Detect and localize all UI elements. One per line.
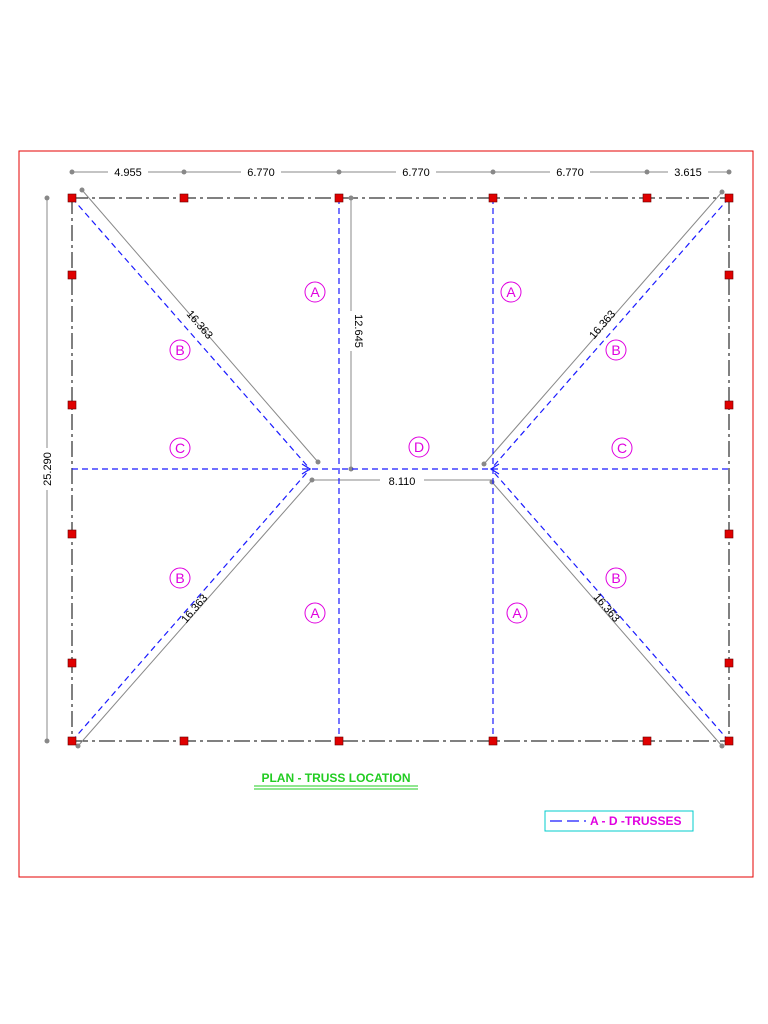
dim-center-vertical: 12.645 [352, 314, 364, 348]
dim-span-3: 6.770 [402, 167, 430, 179]
truss-label-a-top-right: A [506, 284, 516, 300]
building-perimeter [71, 197, 730, 742]
truss-label-c-left: C [175, 440, 185, 456]
truss-label-a-bottom-right: A [512, 605, 522, 621]
dim-span-4: 6.770 [556, 167, 584, 179]
dim-span-5: 3.615 [674, 167, 702, 179]
dim-overall-height: 25.290 [42, 452, 54, 486]
truss-label-b-top-left: B [175, 342, 184, 358]
truss-label-b-bottom-right: B [611, 570, 620, 586]
truss-label-d-center: D [414, 439, 424, 455]
legend-text: A - D -TRUSSES [590, 814, 682, 828]
legend-box [544, 810, 694, 832]
roof-geometry-lines [77, 189, 723, 747]
dim-ridge-length: 8.110 [389, 476, 416, 488]
dim-span-2: 6.770 [247, 167, 275, 179]
truss-label-b-bottom-left: B [175, 570, 184, 586]
legend: A - D -TRUSSES [544, 810, 694, 832]
dim-hip-bottom-right: 16.363 [591, 591, 622, 624]
truss-label-circles [169, 281, 633, 624]
dim-hip-top-left: 16.363 [184, 308, 215, 341]
truss-label-a-bottom-left: A [310, 605, 320, 621]
truss-label-a-top-left: A [310, 284, 320, 300]
truss-arrowheads [301, 463, 500, 475]
truss-label-c-right: C [617, 440, 627, 456]
dimension-nodes [75, 187, 725, 749]
dim-hip-top-right: 16.363 [587, 308, 618, 341]
truss-lines [71, 197, 730, 742]
dim-hip-bottom-left: 16.363 [179, 592, 210, 625]
columns [67, 193, 734, 746]
drawing-title: PLAN - TRUSS LOCATION [261, 771, 410, 785]
truss-label-b-top-right: B [611, 342, 620, 358]
dim-span-1: 4.955 [114, 167, 142, 179]
drawing-frame [18, 150, 754, 878]
